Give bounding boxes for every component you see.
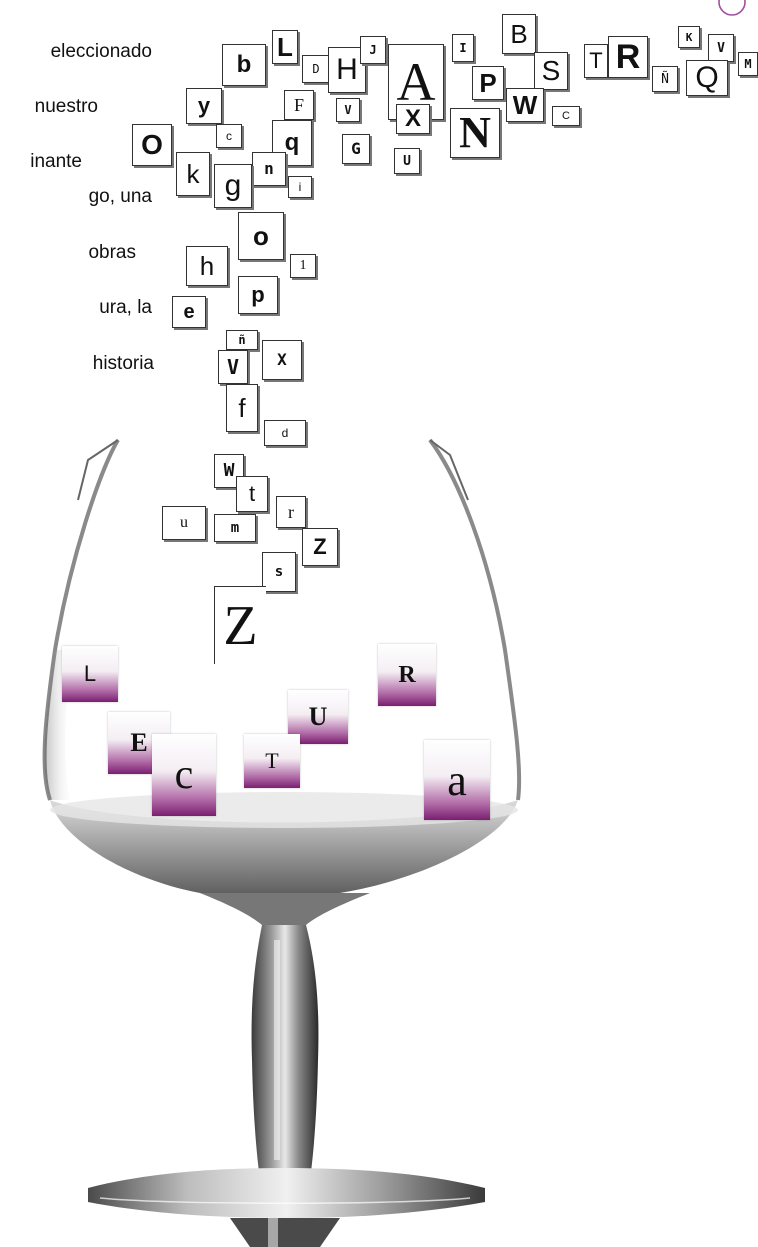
letter-tile: B <box>502 14 536 54</box>
gradient-letter-tile: L <box>62 646 118 702</box>
letter-tile: k <box>176 152 210 196</box>
letter-tile: T <box>584 44 608 78</box>
letter-tile: N <box>450 108 500 158</box>
letter-tile: n <box>252 152 286 186</box>
letter-tile: I <box>452 34 474 62</box>
letter-tile: y <box>186 88 222 124</box>
letter-tile: V <box>708 34 734 62</box>
letter-tile: s <box>262 552 296 592</box>
letter-tile: e <box>172 296 206 328</box>
letter-tile: L <box>272 30 298 64</box>
letter-tile: Ñ <box>652 66 678 92</box>
text-line: nuestro <box>34 96 98 117</box>
text-line: go, una <box>88 186 152 207</box>
gradient-letter-tile: T <box>244 734 300 788</box>
letter-tile: g <box>214 164 252 208</box>
gradient-letter-tile: R <box>378 644 436 706</box>
gradient-letter-tile: c <box>152 734 216 816</box>
letter-tile: r <box>276 496 306 528</box>
letter-tile: u <box>162 506 206 540</box>
letter-tile: G <box>342 134 370 164</box>
letter-tile: S <box>534 52 568 90</box>
letter-tile: d <box>264 420 306 446</box>
text-line: obras <box>88 242 136 263</box>
letter-tile: Z <box>214 586 266 664</box>
letter-tile: H <box>328 47 366 93</box>
letter-tile: C <box>552 106 580 126</box>
letter-tile: F <box>284 90 314 120</box>
text-line: inante <box>30 151 82 172</box>
gradient-letter-tile: a <box>424 740 490 820</box>
letter-tile: t <box>236 476 268 512</box>
text-line: ura, la <box>99 297 152 318</box>
letter-tile: O <box>132 124 172 166</box>
letter-tile: X <box>262 340 302 380</box>
letter-tile: P <box>472 66 504 100</box>
letter-tile: J <box>360 36 386 64</box>
letter-tile: m <box>214 514 256 542</box>
letter-tile: U <box>394 148 420 174</box>
letter-tile: i <box>288 176 312 198</box>
letter-tile: 1 <box>290 254 316 278</box>
corner-circle-ornament <box>718 0 746 16</box>
letter-tile: W <box>506 88 544 122</box>
letter-tile: D <box>302 55 330 83</box>
letter-tile: f <box>226 384 258 432</box>
letter-tile: b <box>222 44 266 86</box>
text-line: eleccionado <box>50 41 152 62</box>
letter-tile: c <box>216 124 242 148</box>
letter-tile: p <box>238 276 278 314</box>
letter-tile: ñ <box>226 330 258 350</box>
letter-tile: X <box>396 104 430 134</box>
letter-tile: K <box>678 26 700 48</box>
letter-tile: Q <box>686 60 728 96</box>
letter-tile: o <box>238 212 284 260</box>
letter-tile: Z <box>302 528 338 566</box>
letter-tile: h <box>186 246 228 286</box>
letter-tile: R <box>608 36 648 78</box>
text-line: historia <box>92 353 154 374</box>
letter-tile: M <box>738 52 758 76</box>
letter-tile: V <box>218 350 248 384</box>
letter-tile: V <box>336 98 360 122</box>
